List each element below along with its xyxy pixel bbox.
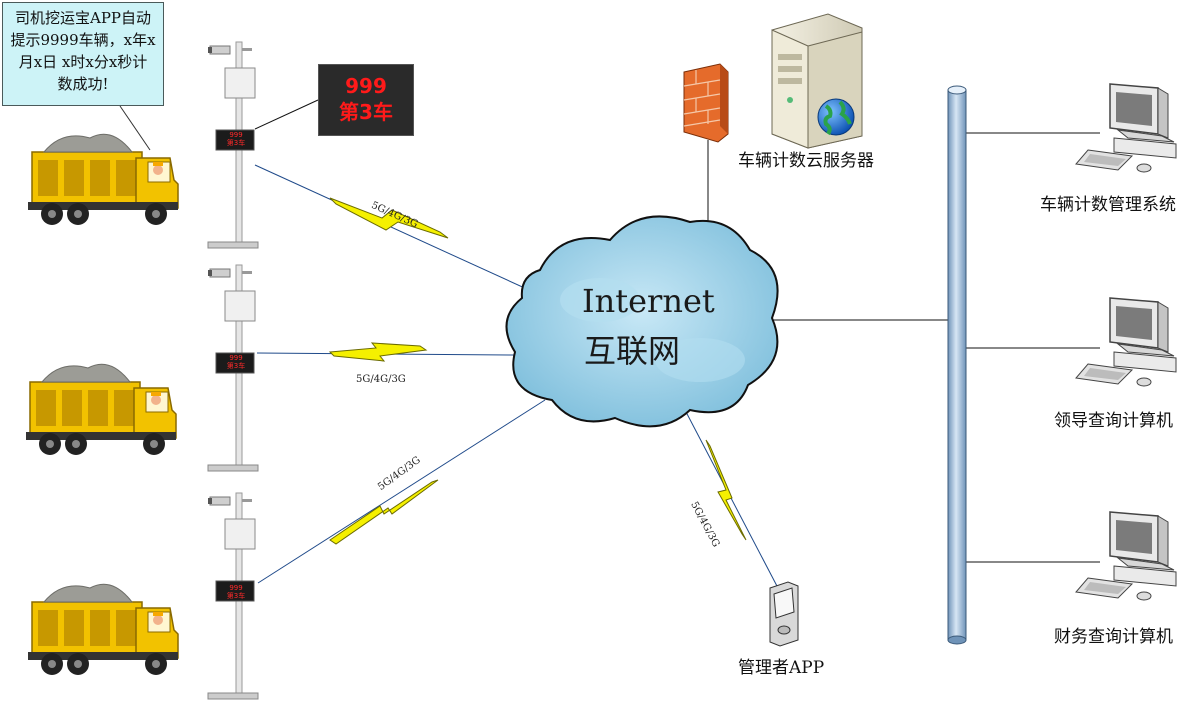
callout-line-3: 月x日 x时x分x秒计 xyxy=(18,53,148,71)
dump-truck-1 xyxy=(27,133,179,226)
internet-cloud xyxy=(505,215,779,428)
pole-led-3-vehicle: 第3车 xyxy=(226,592,246,600)
pole-led-2-count: 999 xyxy=(229,354,243,362)
network-bus xyxy=(947,85,967,645)
client-label-finance: 财务查询计算机 xyxy=(1054,627,1173,647)
led-display: 999 第3车 xyxy=(318,64,414,136)
lightning-bolt-3 xyxy=(329,479,439,545)
notification-callout: 司机挖运宝APP自动 提示9999车辆，x年x 月x日 x时x分x秒计 数成功! xyxy=(2,2,164,106)
pole-led-1-count: 999 xyxy=(229,131,243,139)
pole-led-2: 999 第3车 xyxy=(217,354,255,370)
mobile-phone-icon xyxy=(769,581,799,647)
lightning-bolt-2 xyxy=(328,342,428,362)
wire-3 xyxy=(257,399,546,584)
client-label-leader: 领导查询计算机 xyxy=(1054,411,1173,431)
firewall-icon xyxy=(683,63,729,143)
computer-icon-finance xyxy=(1075,511,1177,601)
pole-led-2-vehicle: 第3车 xyxy=(226,362,246,370)
cloud-subtitle: 互联网 xyxy=(584,332,681,370)
pole-led-3-count: 999 xyxy=(229,584,243,592)
pole-led-3: 999 第3车 xyxy=(217,584,255,600)
callout-line-1: 司机挖运宝APP自动 xyxy=(14,9,152,27)
callout-line-4: 数成功! xyxy=(57,75,109,93)
server-label: 车辆计数云服务器 xyxy=(738,151,874,171)
callout-connector xyxy=(254,99,319,130)
computer-icon-leader xyxy=(1075,297,1177,387)
dump-truck-2 xyxy=(25,363,177,456)
dump-truck-3 xyxy=(27,583,179,676)
client-label-management: 车辆计数管理系统 xyxy=(1040,195,1176,215)
led-vehicle: 第3车 xyxy=(339,100,393,124)
pole-led-1: 999 第3车 xyxy=(217,131,255,147)
mobile-app-label: 管理者APP xyxy=(738,658,825,678)
bubble-tail xyxy=(119,105,151,151)
callout-line-2: 提示9999车辆，x年x xyxy=(10,31,156,49)
wire-1 xyxy=(254,164,541,296)
cloud-title: Internet xyxy=(582,282,715,320)
wire-4 xyxy=(684,409,779,589)
pole-led-1-vehicle: 第3车 xyxy=(226,139,246,147)
lightning-bolt-4 xyxy=(705,439,747,541)
band-label-2: 5G/4G/3G xyxy=(356,374,406,385)
globe-icon xyxy=(817,98,855,136)
computer-icon-management xyxy=(1075,83,1177,173)
led-count: 999 xyxy=(345,74,387,98)
lightning-bolt-1 xyxy=(329,197,449,239)
